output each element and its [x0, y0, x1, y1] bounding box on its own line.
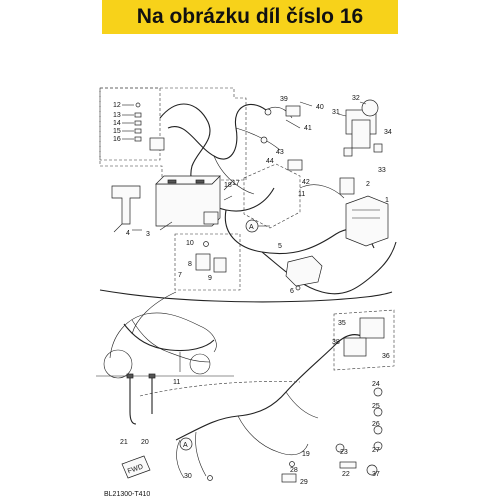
callout-7: 7 — [178, 272, 182, 279]
connector-a-lower — [179, 437, 193, 451]
cable-ties — [126, 373, 156, 425]
callout-13: 13 — [113, 112, 121, 119]
callout-42: 42 — [302, 179, 310, 186]
callout-4: 4 — [126, 230, 130, 237]
vehicle-silhouette — [96, 312, 234, 379]
callout-2: 2 — [366, 181, 370, 188]
connector-a-lower-label: A — [183, 442, 188, 449]
callout-28: 28 — [290, 467, 298, 474]
callout-26: 26 — [372, 421, 380, 428]
callout-41: 41 — [304, 125, 312, 132]
switch-assembly — [343, 99, 383, 157]
callout-44: 44 — [266, 158, 274, 165]
callout-33: 33 — [378, 167, 386, 174]
main-harness-lower — [139, 334, 367, 479]
callout-18: 18 — [224, 182, 232, 189]
callout-6: 6 — [290, 288, 294, 295]
small-parts — [207, 461, 297, 483]
battery-box-frame — [99, 87, 247, 181]
callout-39: 39 — [280, 96, 288, 103]
callout-labels: 1 2 3 4 5 6 7 8 9 10 11 12 13 14 15 16 1… — [113, 95, 392, 486]
callout-24: 24 — [372, 381, 380, 388]
callout-12: 12 — [113, 102, 121, 109]
callout-29: 29 — [300, 479, 308, 486]
callout-3: 3 — [146, 231, 150, 238]
callout-14: 14 — [113, 120, 121, 127]
fuse-group-frame — [99, 87, 161, 161]
callout-23: 23 — [340, 449, 348, 456]
callout-21: 21 — [120, 439, 128, 446]
callout-36: 36 — [382, 353, 390, 360]
sensor-parts — [260, 105, 303, 171]
callout-22: 22 — [342, 471, 350, 478]
callout-1: 1 — [385, 197, 389, 204]
callout-25: 25 — [372, 403, 380, 410]
callout-32: 32 — [352, 95, 360, 102]
callout-37: 37 — [372, 471, 380, 478]
callout-31: 31 — [332, 109, 340, 116]
relay-group-frame — [174, 233, 241, 291]
title-banner: Na obrázku díl číslo 16 — [102, 0, 398, 34]
callout-16: 16 — [113, 136, 121, 143]
callout-9: 9 — [208, 275, 212, 282]
callout-20: 20 — [141, 439, 149, 446]
ecu-parts — [339, 177, 389, 247]
callout-8: 8 — [188, 261, 192, 268]
callout-35: 35 — [338, 320, 346, 327]
bracket-part — [111, 185, 141, 233]
callout-11: 11 — [298, 191, 305, 198]
upper-assembly-frames — [99, 87, 301, 291]
callout-19: 19 — [302, 451, 310, 458]
callout-11-lower: 11 — [173, 379, 180, 386]
title-text: Na obrázku díl číslo 16 — [136, 5, 364, 28]
connector-a-upper — [245, 219, 270, 233]
callout-43: 43 — [276, 149, 284, 156]
module-group — [333, 309, 395, 371]
callout-30: 30 — [184, 473, 192, 480]
callout-10: 10 — [186, 240, 194, 247]
callout-27: 27 — [372, 447, 380, 454]
horn-parts — [285, 255, 323, 291]
connector-a-upper-label: A — [249, 224, 254, 231]
callout-38: 38 — [332, 339, 340, 346]
module-frame — [333, 309, 395, 371]
section-separator — [99, 289, 393, 335]
callout-34: 34 — [384, 129, 392, 136]
diagram-code: BL21300-T410 — [104, 491, 150, 498]
connector-frame — [243, 163, 301, 229]
fuse-parts — [134, 102, 165, 151]
fwd-badge — [121, 455, 151, 479]
callout-15: 15 — [113, 128, 121, 135]
relay-parts — [195, 211, 227, 273]
callout-5: 5 — [278, 243, 282, 250]
callout-17: 17 — [232, 180, 240, 187]
leader-lines — [122, 101, 367, 231]
clamp-parts — [335, 387, 383, 476]
callout-40: 40 — [316, 104, 324, 111]
